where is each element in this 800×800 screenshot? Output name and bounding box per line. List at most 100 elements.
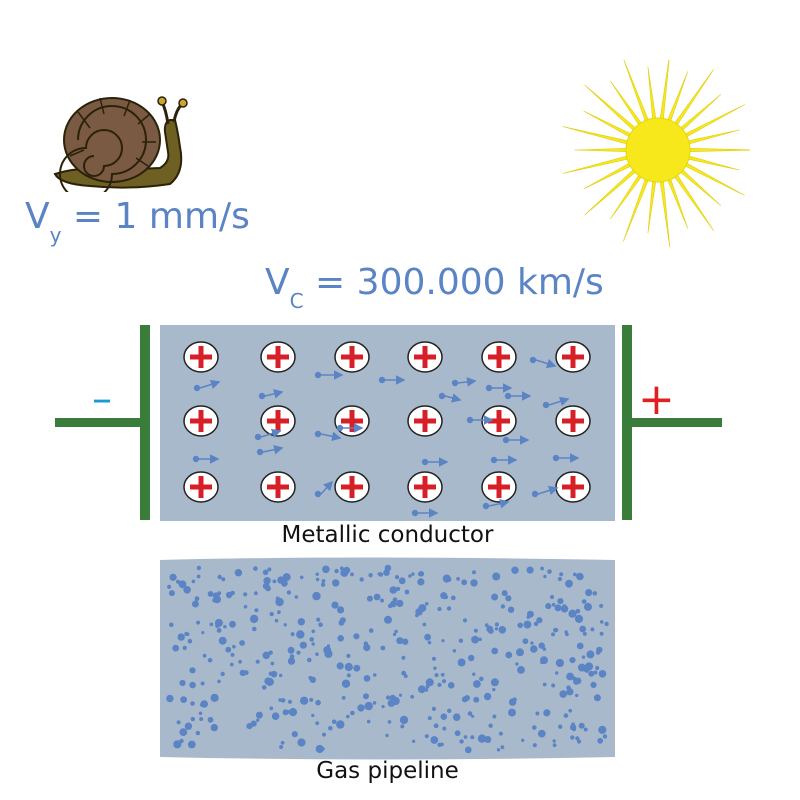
gas-molecule	[441, 679, 447, 684]
negative-electrode-wire	[55, 418, 145, 427]
electron	[531, 485, 559, 498]
gas-molecule	[447, 682, 455, 689]
gas-molecule	[575, 736, 580, 741]
electron	[421, 457, 449, 467]
electron	[502, 435, 530, 445]
gas-molecule	[315, 572, 319, 576]
gas-molecule	[487, 628, 494, 634]
gas-molecule	[250, 720, 257, 727]
gas-molecule	[437, 606, 442, 612]
gas-molecule	[461, 579, 468, 586]
gas-molecule	[442, 574, 451, 583]
gas-molecule	[540, 566, 544, 571]
gas-molecule	[217, 574, 222, 580]
electron	[504, 391, 532, 401]
gas-molecule	[433, 723, 439, 729]
gas-molecule	[555, 658, 565, 668]
gas-molecule	[473, 628, 478, 633]
positive-ion	[183, 341, 219, 373]
gas-molecule	[446, 606, 452, 611]
gas-molecule	[417, 578, 425, 586]
gas-molecule	[440, 592, 448, 600]
gas-molecule	[384, 615, 392, 624]
gas-molecule	[576, 642, 584, 650]
gas-molecule	[599, 620, 604, 624]
gas-molecule	[472, 570, 476, 575]
gas-molecule	[595, 665, 600, 671]
gas-molecule	[392, 632, 397, 637]
gas-molecule	[272, 579, 277, 584]
gas-molecule	[547, 569, 552, 574]
snail-icon	[53, 96, 188, 192]
gas-molecule	[542, 682, 547, 687]
gas-molecule	[521, 738, 525, 742]
minus-sign: –	[92, 376, 112, 422]
gas-molecule	[505, 651, 513, 659]
gas-molecule	[169, 573, 177, 581]
gas-molecule	[597, 737, 604, 744]
gas-molecule	[501, 590, 508, 597]
gas-molecule	[598, 725, 607, 735]
pipeline-label: Gas pipeline	[316, 758, 459, 784]
snail-speed-label: Vy = 1 mm/s	[25, 196, 250, 247]
gas-molecule	[196, 565, 202, 571]
gas-molecule	[296, 630, 305, 639]
gas-molecule	[452, 649, 457, 653]
electron	[254, 428, 282, 441]
gas-molecule	[526, 566, 534, 574]
gas-molecule	[472, 672, 476, 676]
gas-molecule	[408, 574, 412, 578]
gas-molecule	[592, 591, 598, 596]
gas-molecule	[261, 685, 267, 690]
gas-molecule	[179, 679, 186, 687]
gas-molecule	[543, 709, 551, 717]
gas-molecule	[182, 645, 187, 651]
gas-molecule	[398, 693, 403, 697]
gas-molecule	[309, 637, 315, 642]
positive-ion	[407, 341, 443, 373]
gas-molecule	[491, 593, 499, 601]
gas-molecule	[593, 670, 598, 675]
gas-molecule	[417, 571, 423, 577]
gas-molecule	[255, 659, 260, 664]
gas-molecule	[262, 582, 270, 590]
gas-molecule	[516, 648, 524, 657]
gas-molecule	[168, 590, 175, 597]
gas-molecule	[346, 673, 351, 678]
gas-molecule	[577, 663, 586, 672]
gas-molecule	[599, 631, 604, 636]
gas-molecule	[239, 669, 246, 677]
gas-molecule	[602, 734, 608, 739]
gas-molecule	[479, 676, 484, 682]
gas-molecule	[457, 658, 466, 667]
gas-molecule	[283, 623, 287, 627]
gas-molecule	[389, 586, 398, 594]
gas-molecule	[177, 633, 185, 641]
snail-speed-value: = 1 mm/s	[61, 196, 250, 237]
electron	[485, 383, 513, 393]
gas-molecule	[387, 603, 393, 609]
gas-molecule	[387, 720, 392, 724]
gas-molecule	[279, 673, 283, 678]
gas-molecule	[552, 743, 557, 748]
electron	[256, 444, 284, 456]
gas-molecule	[186, 632, 190, 636]
positive-ion	[481, 341, 517, 373]
gas-molecule	[207, 591, 214, 597]
gas-molecule	[334, 568, 339, 574]
gas-molecule	[450, 595, 456, 601]
gas-molecule	[424, 633, 431, 641]
gas-molecule	[207, 657, 213, 663]
gas-molecule	[372, 673, 377, 677]
gas-molecule	[512, 697, 517, 702]
gas-molecule	[551, 683, 556, 688]
gas-molecule	[223, 625, 227, 629]
gas-molecule	[604, 621, 609, 627]
gas-molecule	[368, 628, 374, 633]
gas-molecule	[538, 642, 545, 649]
gas-molecule	[274, 618, 279, 623]
gas-molecule	[562, 604, 567, 609]
gas-molecule	[530, 645, 538, 653]
gas-molecule	[488, 723, 493, 728]
gas-molecule	[500, 745, 505, 750]
